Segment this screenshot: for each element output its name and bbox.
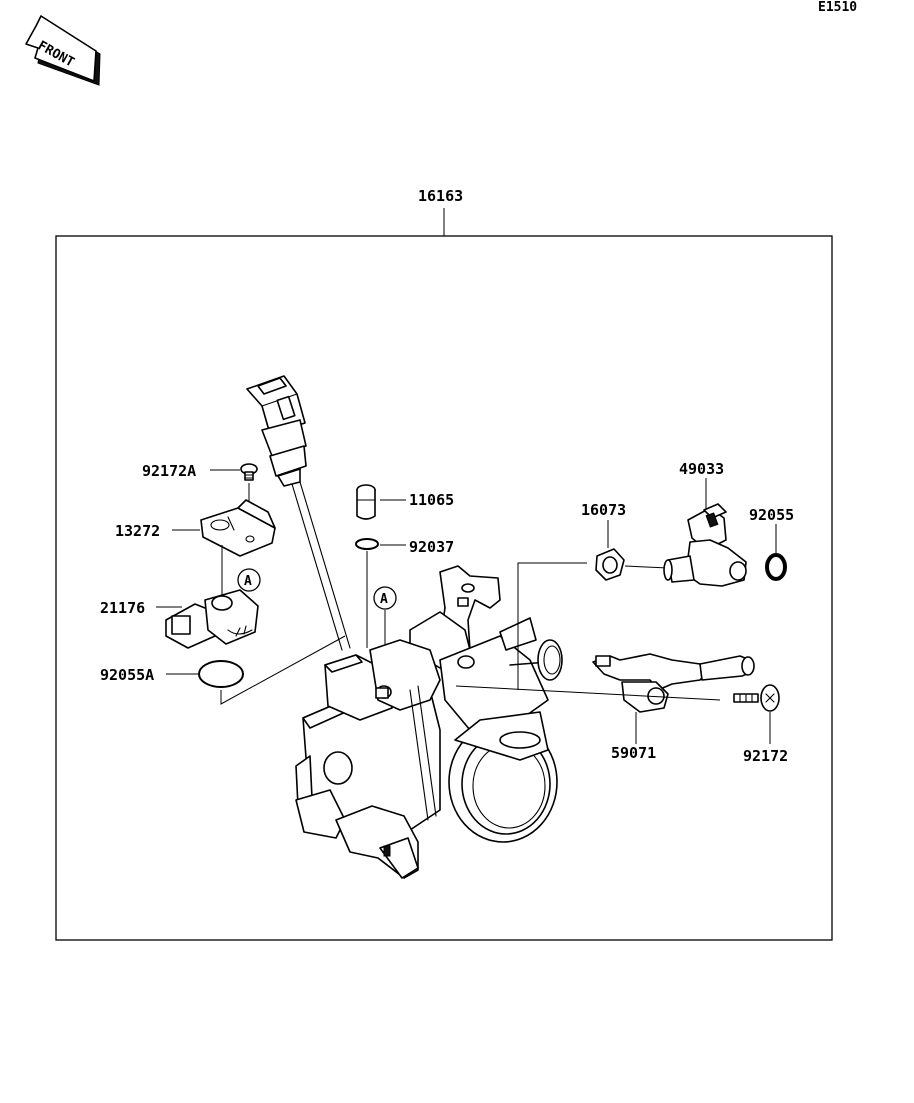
diagram-code: E1510	[818, 0, 857, 15]
callout-a-center-letter: A	[380, 592, 388, 607]
bracket-13272-icon	[200, 499, 276, 557]
label-59071: 59071	[611, 744, 656, 762]
oring-92055a-icon	[198, 660, 244, 688]
label-13272: 13272	[115, 522, 160, 540]
label-92037: 92037	[409, 538, 454, 556]
label-92055: 92055	[749, 506, 794, 524]
label-92055a: 92055A	[100, 666, 154, 684]
label-16073: 16073	[581, 501, 626, 519]
assembly-frame	[55, 235, 833, 941]
callout-a-left-letter: A	[244, 574, 252, 589]
wiring-connector-icon	[246, 375, 351, 651]
label-21176: 21176	[100, 599, 145, 617]
cap-11065-icon	[356, 484, 376, 520]
oring-92055-icon	[765, 553, 787, 581]
fuel-pipe-59071-icon	[592, 653, 755, 713]
sensor-21176-icon	[165, 589, 259, 649]
screw-92172a-icon	[240, 463, 258, 481]
injector-49033-icon	[663, 503, 747, 587]
label-49033: 49033	[679, 460, 724, 478]
assembly-part-number: 16163	[418, 187, 463, 205]
throttle-body-icon	[295, 565, 563, 879]
callout-a-left	[237, 568, 261, 592]
oring-92037-icon	[355, 538, 379, 550]
label-11065: 11065	[409, 491, 454, 509]
callout-a-center	[373, 586, 397, 610]
screw-92172-icon	[733, 684, 780, 712]
label-92172a: 92172A	[142, 462, 196, 480]
front-arrow-icon: FRONT	[25, 15, 101, 86]
grommet-16073-icon	[595, 548, 625, 581]
label-92172: 92172	[743, 747, 788, 765]
